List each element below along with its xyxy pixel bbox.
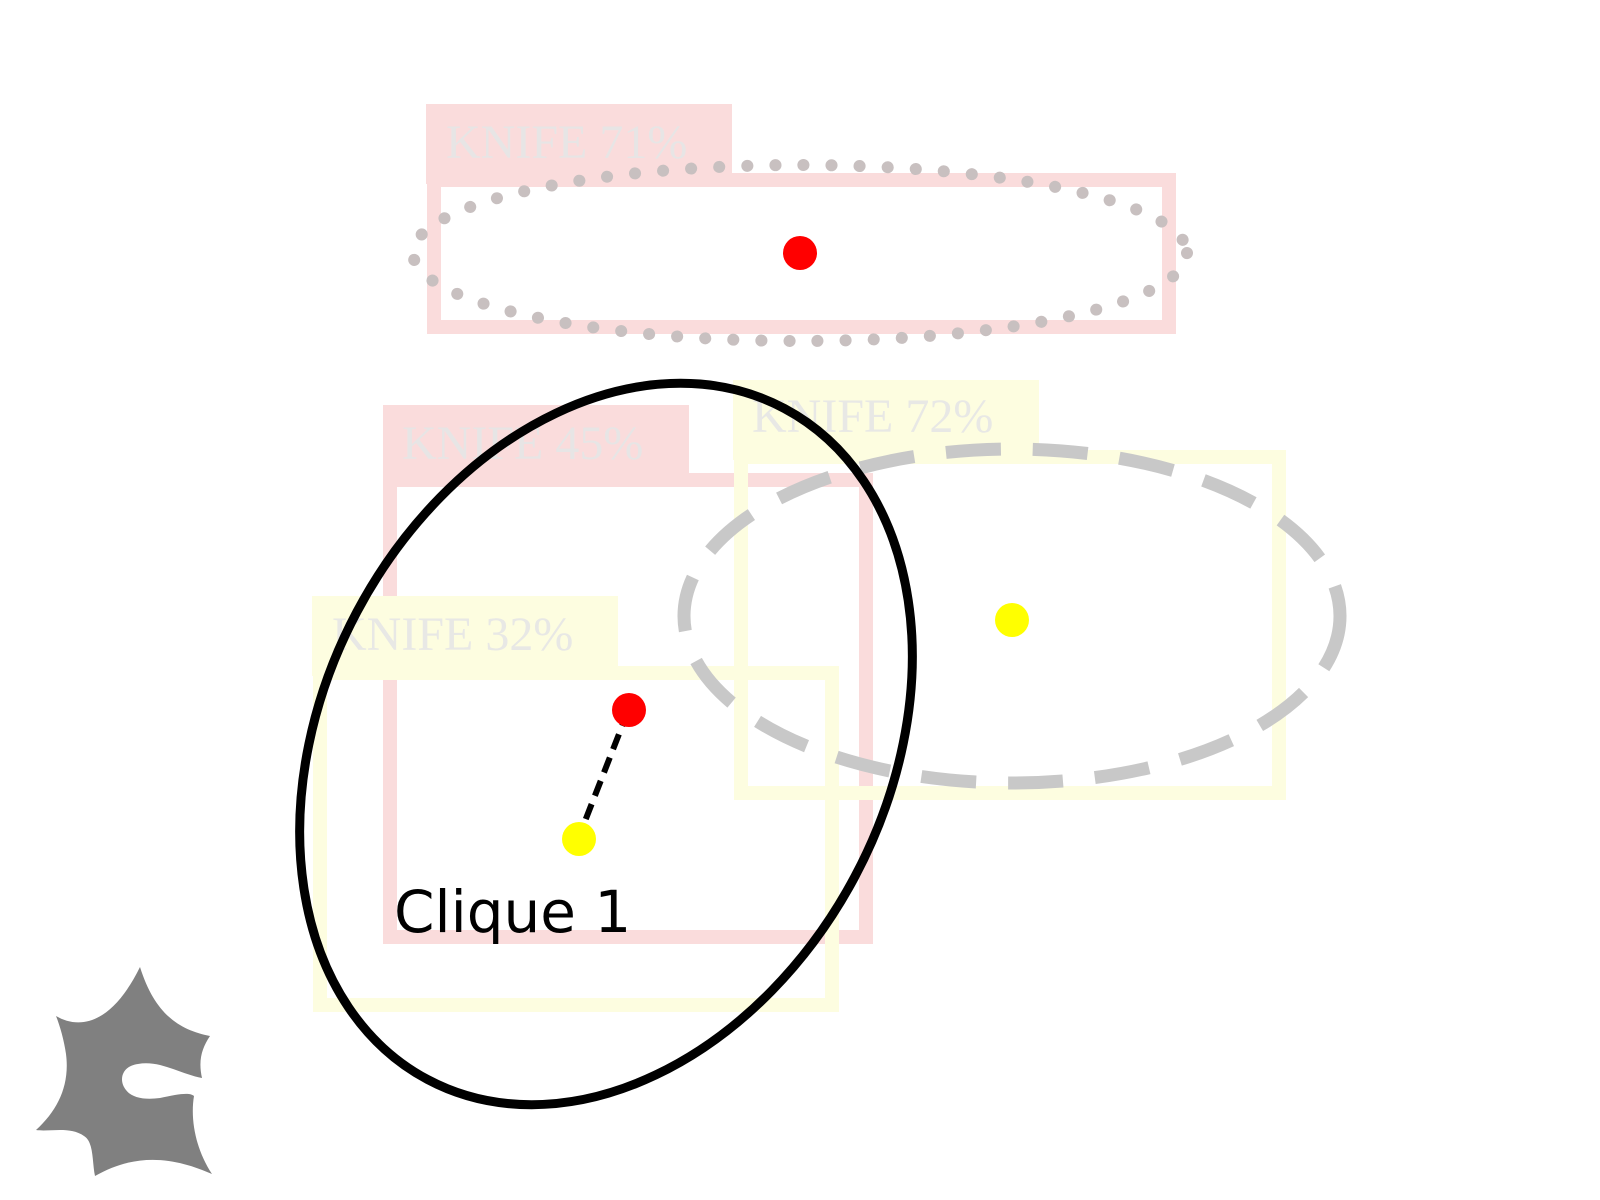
detection-box	[383, 473, 873, 944]
star-splash-logo-icon	[36, 967, 212, 1176]
detection-label: KNIFE 32%	[332, 608, 573, 661]
red-point-top	[783, 236, 817, 270]
detection-box	[313, 666, 839, 1012]
detection-label: KNIFE 72%	[752, 390, 993, 443]
detection-knife-71: KNIFE 71%	[426, 104, 1176, 334]
detection-label: KNIFE 71%	[446, 116, 687, 169]
yellow-point-clique	[562, 822, 596, 856]
detection-box	[427, 173, 1176, 334]
yellow-point-right	[995, 603, 1029, 637]
detection-label: KNIFE 45%	[402, 417, 643, 470]
clique-label: Clique 1	[394, 878, 631, 946]
red-point-clique	[612, 693, 646, 727]
detection-label-background	[426, 104, 732, 184]
dashed-ellipse	[677, 442, 1347, 790]
clique-1-ellipse	[295, 378, 917, 1110]
clique-connector-line	[575, 709, 631, 841]
detection-knife-72: KNIFE 72%	[733, 380, 1286, 800]
detection-box	[734, 450, 1286, 800]
dotted-ellipse	[407, 159, 1193, 347]
